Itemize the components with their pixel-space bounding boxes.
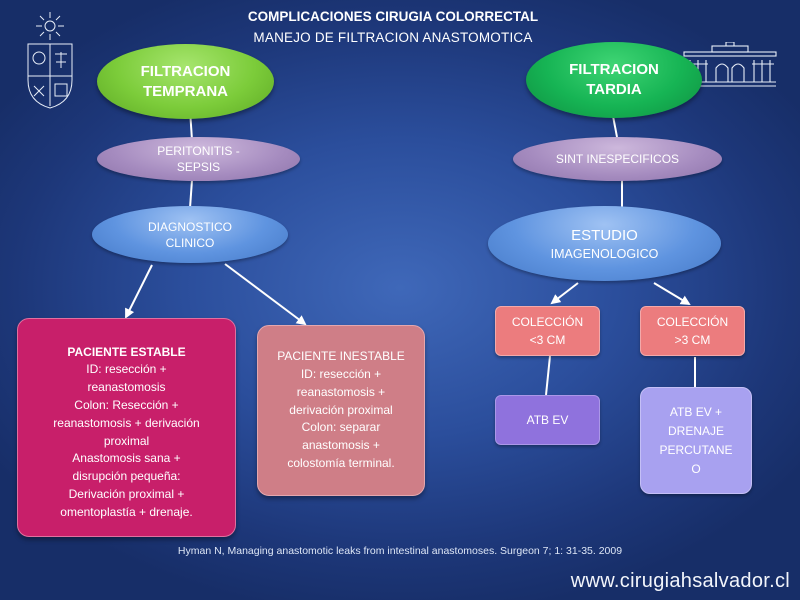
imaging-study-node: ESTUDIO IMAGENOLOGICO: [488, 206, 721, 281]
early-leak-line2: TEMPRANA: [143, 82, 228, 100]
early-leak-node: FILTRACION TEMPRANA: [97, 44, 274, 119]
late-leak-line1: FILTRACION: [569, 61, 659, 78]
clinical-diagnosis-node: DIAGNOSTICO CLINICO: [92, 206, 288, 263]
connector-left-2: [189, 179, 193, 209]
stable-line-7: disrupción pequeña:: [72, 469, 181, 484]
large-collection-box: COLECCIÓN >3 CM: [640, 306, 745, 356]
website-link[interactable]: www.cirugiahsalvador.cl: [570, 570, 790, 592]
symptoms-line1: SINT INESPECIFICOS: [555, 152, 680, 166]
unstable-line-1: ID: resección +: [300, 367, 382, 381]
unstable-line-3: derivación proximal: [289, 402, 393, 417]
small-collection-box: COLECCIÓN <3 CM: [495, 306, 600, 356]
unstable-patient-box: PACIENTE INESTABLE ID: resección + reana…: [257, 325, 425, 496]
stable-line-1: ID: resección +: [86, 362, 167, 377]
stable-line-8: Derivación proximal +: [68, 486, 185, 501]
antibiotics-label: ATB EV: [526, 413, 569, 427]
small-collection-line2: <3 CM: [529, 333, 566, 347]
unstable-line-0: PACIENTE INESTABLE: [277, 349, 405, 364]
small-collection-line1: COLECCIÓN: [511, 315, 584, 329]
nonspecific-symptoms-node: SINT INESPECIFICOS: [513, 137, 722, 181]
unstable-patient-text: PACIENTE INESTABLE ID: resección + reana…: [277, 348, 405, 473]
university-crest-icon: [27, 12, 73, 109]
antibiotics-box: ATB EV: [495, 395, 600, 445]
stable-line-6: Anastomosis sana +: [72, 451, 181, 466]
peritonitis-line1: PERITONITIS -: [157, 144, 240, 158]
drainage-line-3: O: [691, 461, 701, 476]
peritonitis-line2: SEPSIS: [176, 160, 221, 174]
stable-line-0: PACIENTE ESTABLE: [67, 344, 186, 359]
stable-line-9: omentoplastía + drenaje.: [60, 504, 193, 519]
large-collection-line1: COLECCIÓN: [656, 315, 729, 329]
study-line1: ESTUDIO: [571, 226, 638, 244]
early-leak-line1: FILTRACION: [140, 62, 231, 80]
late-leak-line2: TARDIA: [586, 81, 642, 98]
stable-line-5: proximal: [103, 433, 150, 448]
diagnosis-line1: DIAGNOSTICO: [147, 219, 232, 234]
stable-line-2: reanastomosis: [87, 380, 166, 395]
drainage-line-2: PERCUTANE: [659, 442, 733, 457]
large-collection-line2: >3 CM: [674, 333, 711, 347]
connector-right-1: [612, 115, 618, 138]
stable-line-4: reanastomosis + derivación: [53, 415, 200, 430]
arrow-to-small-collection: [550, 282, 579, 305]
unstable-line-5: anastomosis +: [302, 438, 380, 453]
arrow-to-unstable: [224, 263, 307, 326]
reference-citation: Hyman N, Managing anastomotic leaks from…: [177, 545, 623, 557]
unstable-line-4: Colon: separar: [301, 420, 381, 435]
peritonitis-sepsis-node: PERITONITIS - SEPSIS: [97, 137, 300, 181]
unstable-line-6: colostomía terminal.: [287, 455, 395, 470]
unstable-line-2: reanastomosis +: [296, 384, 386, 399]
drainage-line-1: DRENAJE: [667, 423, 724, 438]
diagnosis-line2: CLINICO: [165, 235, 215, 250]
drainage-line-0: ATB EV +: [669, 404, 723, 419]
slide-subtitle: MANEJO DE FILTRACION ANASTOMOTICA: [253, 30, 533, 45]
late-leak-node: FILTRACION TARDIA: [526, 42, 702, 118]
slide-title: COMPLICACIONES CIRUGIA COLORRECTAL: [247, 9, 539, 24]
study-line2: IMAGENOLOGICO: [550, 246, 659, 261]
stable-patient-text: PACIENTE ESTABLE ID: resección + reanast…: [53, 344, 199, 522]
arrow-to-large-collection: [653, 282, 691, 306]
stable-line-3: Colon: Resección +: [74, 397, 179, 412]
connector-small-collection: [545, 355, 551, 396]
percutaneous-drainage-box: ATB EV + DRENAJE PERCUTANE O: [640, 387, 752, 494]
arrow-to-stable: [125, 264, 153, 319]
stable-patient-box: PACIENTE ESTABLE ID: resección + reanast…: [17, 318, 236, 537]
